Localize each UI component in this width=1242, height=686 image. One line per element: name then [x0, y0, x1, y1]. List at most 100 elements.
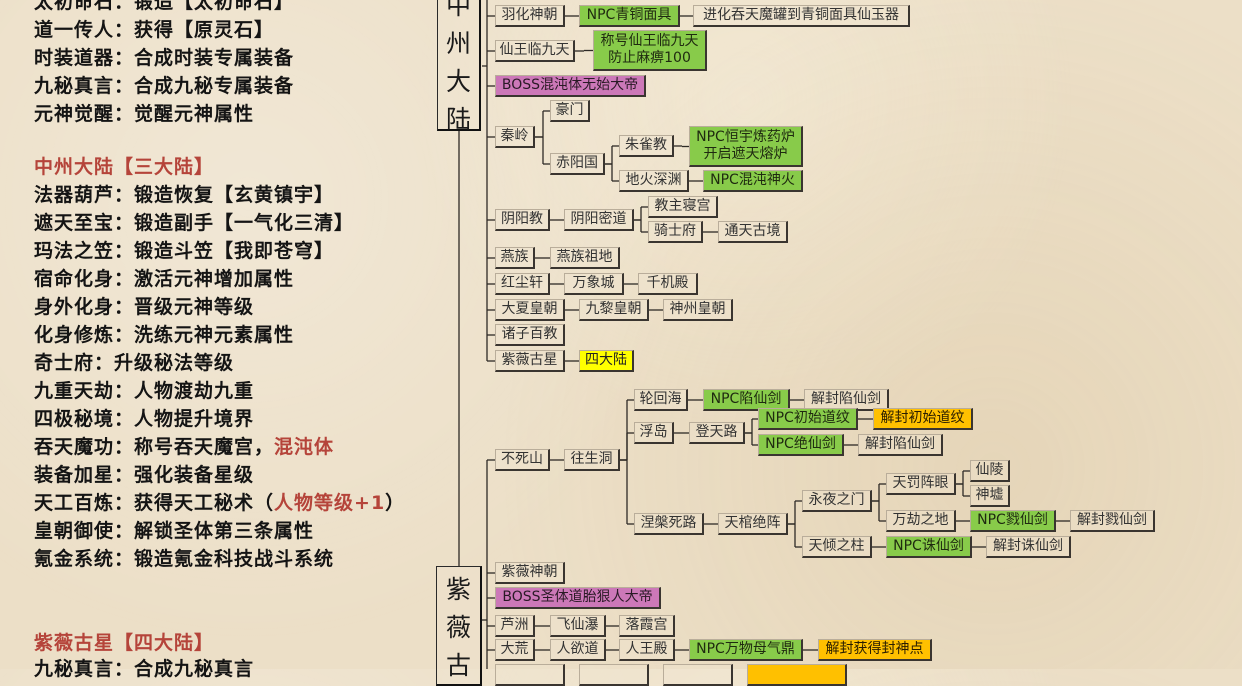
mindmap-node[interactable]: 解封获得封神点	[818, 639, 932, 661]
mindmap-node[interactable]: 人王殿	[619, 639, 675, 661]
mindmap-node[interactable]: 万劫之地	[886, 510, 956, 532]
mindmap-node[interactable]: NPC混沌神火	[703, 170, 803, 192]
feature-name: 装备加星：	[34, 464, 135, 486]
mindmap-node[interactable]: 紫薇古星	[495, 350, 565, 372]
mindmap-node[interactable]: 大荒	[495, 639, 535, 661]
mindmap-node[interactable]: 地火深渊	[619, 170, 689, 192]
root-char: 大	[445, 67, 471, 96]
mindmap-node[interactable]: 千机殿	[638, 273, 698, 295]
mindmap-node[interactable]: 解封陷仙剑	[858, 434, 943, 456]
feature-name: 化身修炼：	[34, 324, 135, 346]
mindmap-node[interactable]: 神墟	[970, 485, 1010, 507]
mindmap-node[interactable]: 骑士府	[648, 221, 703, 243]
mindmap-node[interactable]: 落霞宫	[619, 615, 675, 637]
feature-desc: 激活元神增加属性	[134, 268, 295, 290]
mindmap-node[interactable]: NPC万物母气鼎	[689, 639, 803, 661]
feature-line: 宿命化身：激活元神增加属性	[34, 266, 294, 292]
mindmap-node[interactable]: 仙王临九天	[495, 40, 575, 62]
mindmap-node[interactable]	[495, 664, 565, 686]
mindmap-node[interactable]: 往生洞	[564, 449, 620, 471]
mindmap-node[interactable]: 大夏皇朝	[495, 299, 565, 321]
feature-line: 吞天魔功：称号吞天魔宫，混沌体	[34, 434, 334, 460]
feature-name: 身外化身：	[34, 296, 135, 318]
mindmap-node[interactable]: 秦岭	[495, 126, 535, 148]
mindmap-node[interactable]: 浮岛	[634, 422, 674, 444]
mindmap-node[interactable]	[747, 664, 847, 686]
mindmap-node[interactable]: 教主寝宫	[648, 196, 718, 218]
feature-line: 九重天劫：人物渡劫九重	[34, 378, 254, 404]
mindmap-node[interactable]: 飞仙瀑	[550, 615, 606, 637]
mindmap-node[interactable]: 燕族	[495, 247, 535, 269]
feature-desc: 锻造斗笠【我即苍穹】	[134, 240, 335, 262]
mindmap-node[interactable]: 红尘轩	[495, 273, 550, 295]
mindmap-node[interactable]: NPC戮仙剑	[970, 510, 1056, 532]
feature-name: 法器葫芦：	[34, 184, 135, 206]
feature-desc: 锻造氪金科技战斗系统	[134, 548, 335, 570]
mindmap-node[interactable]: 燕族祖地	[550, 247, 620, 269]
feature-name: 吞天魔功：	[34, 436, 135, 458]
feature-name: 玛法之笠：	[34, 240, 135, 262]
root-node[interactable]: 紫薇古	[436, 566, 482, 686]
mindmap-node[interactable]	[663, 664, 733, 686]
feature-desc: 合成九秘专属装备	[134, 75, 295, 97]
mindmap-node[interactable]: 阴阳密道	[564, 209, 634, 231]
mindmap-node[interactable]: NPC恒宇炼药炉 开启遮天熔炉	[689, 126, 803, 167]
mindmap-node[interactable]: 神州皇朝	[663, 299, 733, 321]
feature-desc: 晋级元神等级	[134, 296, 255, 318]
mindmap-node[interactable]: NPC陷仙剑	[703, 389, 790, 411]
feature-name: 时装道器：	[34, 47, 135, 69]
mindmap-node[interactable]: 进化吞天魔罐到青铜面具仙玉器	[693, 5, 910, 27]
mindmap-node[interactable]: NPC诛仙剑	[886, 536, 972, 558]
mindmap-node[interactable]: 朱雀教	[619, 135, 674, 157]
feature-name: 氪金系统：	[34, 548, 135, 570]
feature-line: 玛法之笠：锻造斗笠【我即苍穹】	[34, 238, 334, 264]
mindmap-node[interactable]: BOSS圣体道胎狠人大帝	[495, 587, 661, 609]
root-char: 州	[445, 29, 471, 58]
section-heading: 紫薇古星【四大陆】	[34, 632, 215, 654]
mindmap-node[interactable]: 豪门	[550, 100, 590, 122]
mindmap-node[interactable]	[579, 664, 649, 686]
mindmap-node[interactable]: 解封戮仙剑	[1070, 510, 1155, 532]
mindmap-node[interactable]: 紫薇神朝	[495, 562, 565, 584]
root-node[interactable]: 中州大陆	[437, 0, 481, 134]
feature-desc: 锻造恢复【玄黄镇宇】	[134, 184, 335, 206]
feature-line: 奇士府：升级秘法等级	[34, 350, 234, 376]
mindmap-node[interactable]: 涅槃死路	[634, 513, 704, 535]
mindmap-node[interactable]: 阴阳教	[495, 209, 550, 231]
feature-line: 道一传人：获得【原灵石】	[34, 17, 274, 43]
mindmap-node[interactable]: 赤阳国	[550, 153, 605, 175]
mindmap-node[interactable]: 万象城	[564, 273, 624, 295]
feature-line: 九秘真言：合成九秘专属装备	[34, 73, 294, 99]
mindmap-node[interactable]: 芦洲	[495, 615, 535, 637]
mindmap-node[interactable]: 登天路	[689, 422, 745, 444]
mindmap-node[interactable]: 天倾之柱	[802, 536, 872, 558]
mindmap-node[interactable]: 永夜之门	[802, 490, 872, 512]
root-char: 陆	[445, 105, 471, 134]
mindmap-node[interactable]: NPC绝仙剑	[758, 434, 844, 456]
mindmap-node[interactable]: 轮回海	[634, 389, 688, 411]
mindmap-node[interactable]: 诸子百教	[495, 324, 565, 346]
mindmap-node[interactable]: 四大陆	[579, 350, 634, 372]
mindmap-node[interactable]: NPC初始道纹	[758, 408, 858, 430]
mindmap-node[interactable]: NPC青铜面具	[579, 5, 680, 27]
mindmap-node[interactable]: 仙陵	[970, 460, 1010, 482]
feature-highlight: 混沌体	[274, 436, 335, 458]
mindmap-node[interactable]: 解封陷仙剑	[804, 389, 889, 411]
mindmap-node[interactable]: 羽化神朝	[495, 5, 565, 27]
section-heading: 中州大陆【三大陆】	[34, 156, 215, 178]
mindmap-node[interactable]: 人欲道	[550, 639, 606, 661]
feature-name: 皇朝御使：	[34, 520, 135, 542]
mindmap-node[interactable]: 解封初始道纹	[873, 408, 973, 430]
feature-desc: 获得天工秘术（	[134, 492, 275, 514]
mindmap-node[interactable]: 通天古境	[718, 221, 788, 243]
mindmap-node[interactable]: 解封诛仙剑	[986, 536, 1071, 558]
mindmap-node[interactable]: 称号仙王临九天 防止麻痹100	[593, 30, 707, 71]
mindmap-node[interactable]: 不死山	[495, 449, 550, 471]
feature-line: 皇朝御使：解锁圣体第三条属性	[34, 518, 314, 544]
root-char: 中	[445, 0, 471, 20]
mindmap-node[interactable]: 天棺绝阵	[718, 513, 788, 535]
feature-line: 太初命石：锻造【太初命石】	[34, 0, 294, 15]
mindmap-node[interactable]: 天罚阵眼	[886, 473, 956, 495]
mindmap-node[interactable]: 九黎皇朝	[579, 299, 649, 321]
mindmap-node[interactable]: BOSS混沌体无始大帝	[495, 75, 646, 97]
